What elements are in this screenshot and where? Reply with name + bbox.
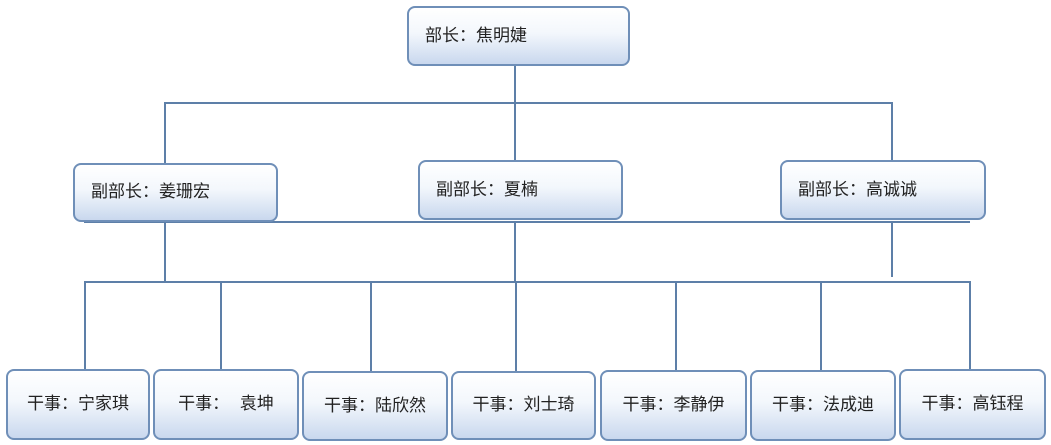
node-staff: 干事：高钰程 [899, 369, 1046, 440]
node-head: 部长：焦明婕 [407, 6, 630, 66]
node-deputy-label: 副部长：夏楠 [436, 179, 538, 200]
node-staff: 干事：刘士琦 [451, 371, 596, 440]
connector-staff-drop-5 [675, 281, 677, 370]
node-staff-label: 干事：李静伊 [622, 395, 725, 415]
connector-deputy-bar [164, 102, 893, 104]
connector-staff-drop-4 [515, 281, 517, 377]
connector-head-down [514, 66, 516, 103]
node-deputy: 副部长：夏楠 [418, 160, 623, 220]
connector-right-deputy-down [891, 221, 893, 277]
connector-staff-drop-7 [969, 281, 971, 369]
node-deputy: 副部长：高诚诚 [780, 160, 986, 220]
node-deputy: 副部长：姜珊宏 [73, 163, 278, 222]
node-staff: 干事：陆欣然 [302, 371, 448, 441]
connector-center-deputy-down [514, 221, 516, 282]
node-deputy-label: 副部长：姜珊宏 [91, 182, 210, 202]
connector-left-deputy-down [164, 221, 166, 282]
node-staff: 干事：法成迪 [750, 370, 896, 441]
connector-deputy-center-drop [514, 102, 516, 160]
node-staff-label: 干事：宁家琪 [27, 394, 129, 414]
connector-staff-bar [84, 281, 971, 283]
connector-deputy-right-drop [891, 102, 893, 160]
node-staff-label: 干事：高钰程 [921, 394, 1024, 414]
connector-staff-drop-2 [220, 281, 222, 369]
node-staff: 干事：李静伊 [600, 370, 747, 441]
node-head-label: 部长：焦明婕 [425, 25, 527, 46]
connector-deputy-left-drop [164, 102, 166, 163]
node-staff: 干事： 袁坤 [153, 369, 299, 440]
node-staff: 干事：宁家琪 [6, 369, 150, 440]
connector-deputy-underline [84, 221, 970, 223]
connector-staff-drop-1 [84, 281, 86, 370]
connector-staff-drop-6 [820, 281, 822, 370]
node-staff-label: 干事：陆欣然 [324, 395, 426, 416]
node-deputy-label: 副部长：高诚诚 [798, 179, 917, 200]
connector-staff-drop-3 [370, 281, 372, 371]
node-staff-label: 干事：法成迪 [772, 395, 874, 415]
node-staff-label: 干事： 袁坤 [178, 394, 274, 414]
node-staff-label: 干事：刘士琦 [472, 395, 575, 415]
